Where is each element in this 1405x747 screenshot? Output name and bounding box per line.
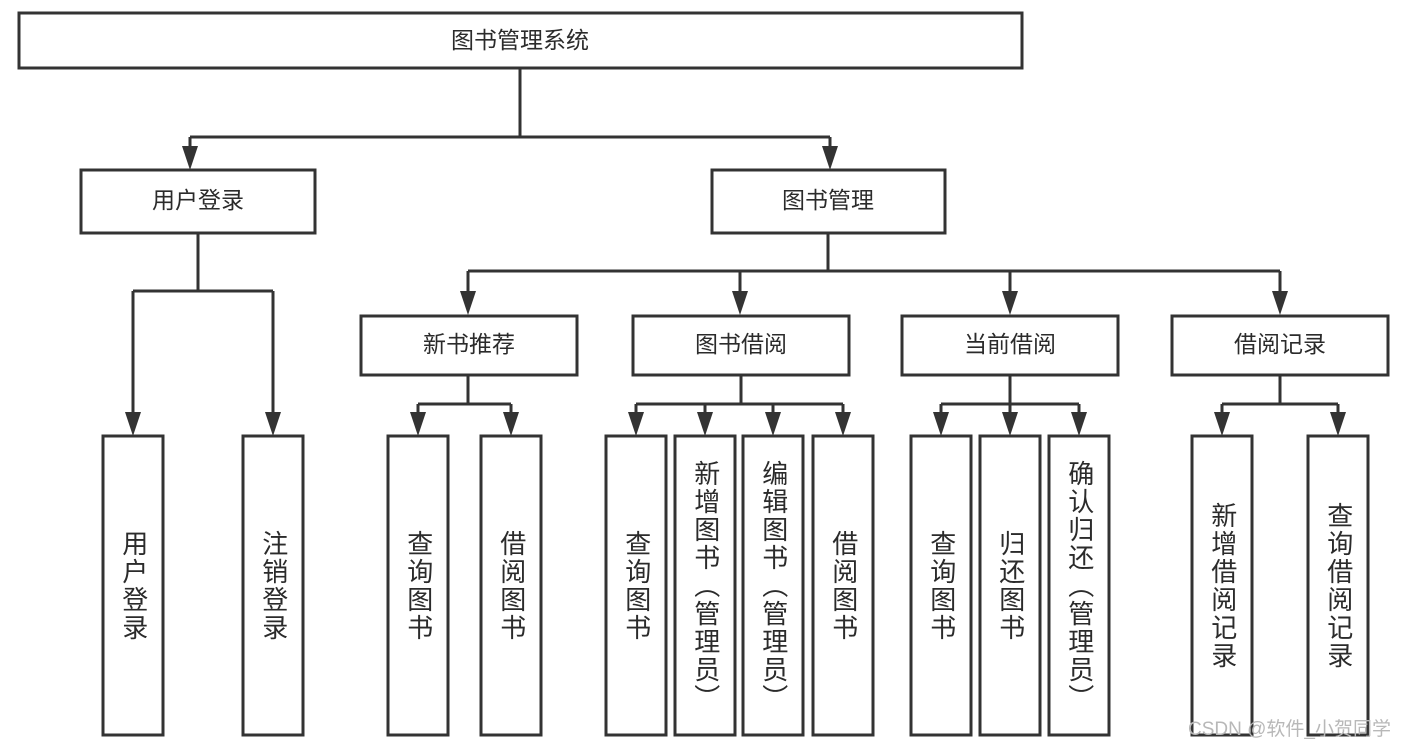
leaf-box-book-borrow-1[interactable] xyxy=(673,434,737,737)
node-user-login-label: 用户登录 xyxy=(152,187,244,213)
connector-new-book-to-leaves xyxy=(410,375,519,436)
arrow-head-icon xyxy=(822,146,838,170)
node-new-book-recommend[interactable]: 新书推荐 xyxy=(359,314,579,377)
arrow-head-icon xyxy=(125,412,141,436)
leaf-box-current-borrow-1[interactable] xyxy=(978,434,1042,737)
connector-current-borrow-to-leaves xyxy=(933,375,1087,436)
connector-borrow-record-to-leaves xyxy=(1214,375,1346,436)
leaf-box-user-login-1[interactable] xyxy=(241,434,305,737)
node-book-borrow[interactable]: 图书借阅 xyxy=(631,314,851,377)
connector-root-to-level2 xyxy=(182,68,838,170)
node-root-book-management-system[interactable]: 图书管理系统 xyxy=(17,11,1024,70)
node-current-borrow[interactable]: 当前借阅 xyxy=(900,314,1120,377)
connector-book-manage-to-level3 xyxy=(460,233,1288,315)
node-current-borrow-label: 当前借阅 xyxy=(964,331,1056,357)
arrow-head-icon xyxy=(503,412,519,436)
arrow-head-icon xyxy=(1002,291,1018,315)
leaf-box-borrow-record-1[interactable] xyxy=(1306,434,1370,737)
node-book-management-label: 图书管理 xyxy=(782,187,874,213)
arrow-head-icon xyxy=(628,412,644,436)
leaf-box-current-borrow-0[interactable] xyxy=(909,434,973,737)
node-borrow-record-label: 借阅记录 xyxy=(1234,331,1326,357)
arrow-head-icon xyxy=(460,291,476,315)
leaf-box-book-borrow-2[interactable] xyxy=(741,434,805,737)
node-user-login[interactable]: 用户登录 xyxy=(79,168,317,235)
arrow-head-icon xyxy=(765,412,781,436)
leaf-box-current-borrow-2[interactable] xyxy=(1047,434,1111,737)
arrow-head-icon xyxy=(1002,412,1018,436)
arrow-head-icon xyxy=(410,412,426,436)
leaf-box-new-book-1[interactable] xyxy=(479,434,543,737)
node-borrow-record[interactable]: 借阅记录 xyxy=(1170,314,1390,377)
node-new-book-recommend-label: 新书推荐 xyxy=(423,331,515,357)
leaf-box-user-login-0[interactable] xyxy=(101,434,165,737)
connector-user-login-to-leaves xyxy=(125,233,281,436)
arrow-head-icon xyxy=(182,146,198,170)
arrow-head-icon xyxy=(697,412,713,436)
node-root-label: 图书管理系统 xyxy=(451,27,589,53)
arrow-head-icon xyxy=(265,412,281,436)
leaf-box-borrow-record-0[interactable] xyxy=(1190,434,1254,737)
arrow-head-icon xyxy=(1071,412,1087,436)
leaf-box-new-book-0[interactable] xyxy=(386,434,450,737)
leaf-box-book-borrow-3[interactable] xyxy=(811,434,875,737)
connector-book-borrow-to-leaves xyxy=(628,375,851,436)
arrow-head-icon xyxy=(933,412,949,436)
arrow-head-icon xyxy=(1330,412,1346,436)
arrow-head-icon xyxy=(1214,412,1230,436)
arrow-head-icon xyxy=(732,291,748,315)
arrow-head-icon xyxy=(835,412,851,436)
arrow-head-icon xyxy=(1272,291,1288,315)
node-book-borrow-label: 图书借阅 xyxy=(695,331,787,357)
node-book-management[interactable]: 图书管理 xyxy=(710,168,947,235)
leaf-box-book-borrow-0[interactable] xyxy=(604,434,668,737)
